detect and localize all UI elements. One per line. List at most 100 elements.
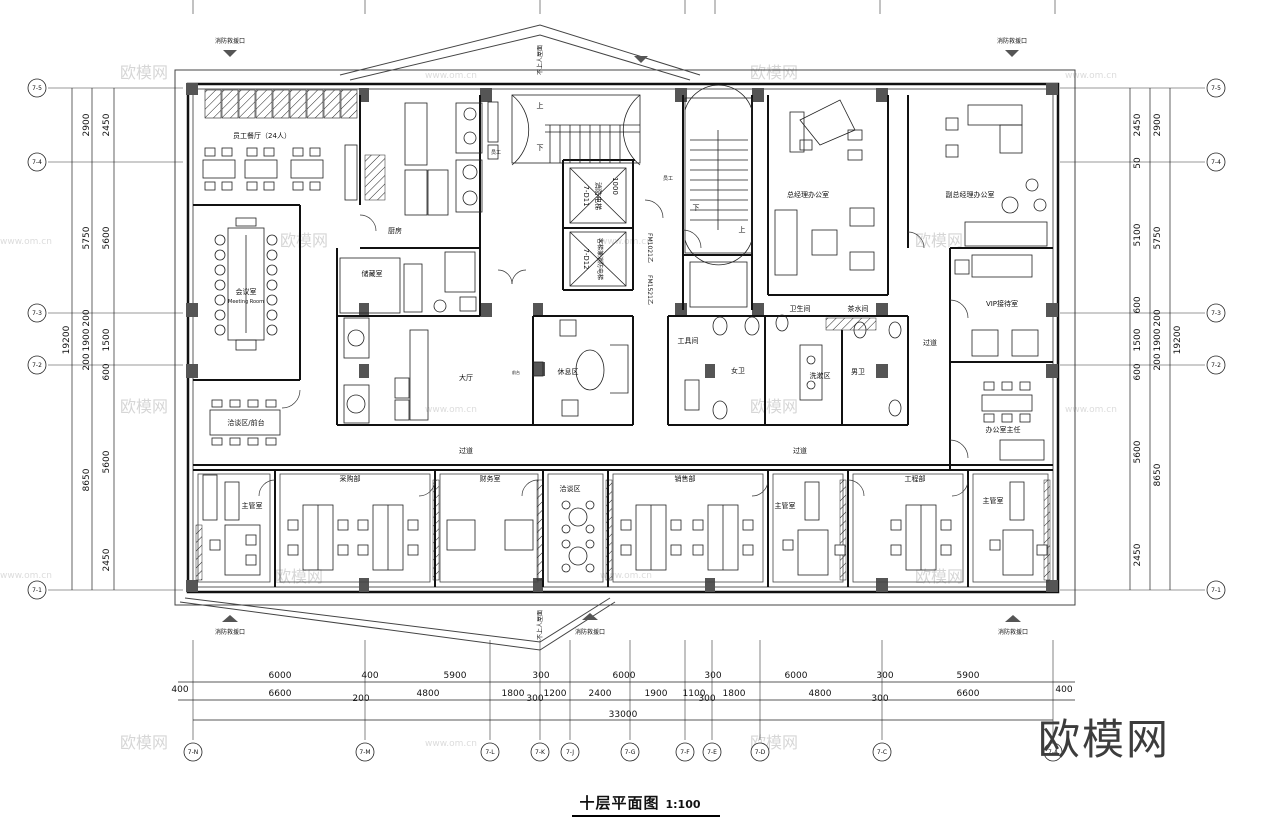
label-stair-up-2: 上 (739, 225, 746, 234)
label-kitchen: 厨房 (388, 226, 402, 235)
axis-label-c: 7-C (877, 749, 887, 756)
drawing-scale: 1:100 (665, 798, 701, 811)
label-vip: VIP接待室 (986, 299, 1018, 308)
axis-label-a: 7-A (1048, 749, 1059, 756)
label-stair-up-1: 上 (537, 101, 544, 110)
fire-exit-labels: 消防救援口 消防救援口 消防救援口 消防救援口 消防救援口 (215, 37, 1028, 636)
dim-row2-7: 1900 (645, 689, 668, 699)
axis-label-left-3: 7-3 (32, 310, 42, 317)
watermarks: 欧模网 欧模网 欧模网 欧模网 欧模网 欧模网 欧模网 欧模网 欧模网 欧模网 (120, 63, 963, 752)
label-elevator-1b: 消防电梯 (594, 182, 603, 210)
stair-left (511, 94, 641, 166)
dim-right-mid-4: 200 (1153, 353, 1163, 370)
dim-right-total: 19200 (1173, 325, 1183, 354)
dim-row2-11: 4800 (809, 689, 832, 699)
dim-row1: 400 6000 400 5900 300 6000 300 6000 300 … (171, 671, 1072, 695)
label-director-2: 主管室 (775, 501, 796, 510)
label-storage: 储藏室 (362, 269, 383, 278)
dim-row2-8: 1100 (683, 689, 706, 699)
axis-label-left-1: 7-1 (32, 587, 42, 594)
dim-left-total: 19200 (62, 325, 72, 354)
dim-row1-0: 6000 (269, 671, 292, 681)
dim-row1-end: 400 (1055, 685, 1072, 695)
axis-label-right-3: 7-3 (1211, 310, 1221, 317)
dim-row2-2: 4800 (417, 689, 440, 699)
label-staff: 员工 (491, 150, 501, 156)
watermark-url-6: www.om.cn (1065, 405, 1117, 415)
label-negotiation: 洽谈区 (560, 484, 581, 493)
dim-left-inner-4: 5600 (102, 450, 112, 473)
dim-row1-3: 300 (532, 671, 549, 681)
label-office-admin: 办公室主任 (986, 425, 1021, 434)
label-tool-room: 工具间 (678, 337, 699, 345)
axis-label-g: 7-G (625, 749, 636, 756)
roof-outline (174, 24, 1076, 651)
dim-right-inner-4: 1500 (1133, 328, 1143, 351)
label-fire-exit-1: 消防救援口 (215, 37, 245, 45)
label-engineering: 工程部 (905, 474, 926, 483)
meeting-chairs (214, 234, 278, 336)
watermark-url-1: www.om.cn (425, 71, 477, 81)
axis-label-e: 7-E (707, 749, 717, 756)
axis-label-right-1: 7-1 (1211, 587, 1221, 594)
label-gm-office: 总经理办公室 (787, 190, 829, 199)
dim-row2-9: 300 (698, 694, 715, 704)
watermark-url-8: www.om.cn (600, 571, 652, 581)
dim-row2-5: 1200 (544, 689, 567, 699)
watermark-logo: 欧模网 (1038, 715, 1171, 764)
drawing-title-text: 十层平面图 (579, 794, 660, 812)
columns (186, 83, 1058, 592)
label-corridor-left: 过道 (459, 446, 473, 455)
window-panels (204, 89, 358, 119)
dim-left-mid-0: 2900 (82, 113, 92, 136)
dim-row2-12: 300 (871, 694, 888, 704)
dim-row2-13: 6600 (957, 689, 980, 699)
dim-left-inner-0: 2450 (102, 113, 112, 136)
watermark-url-3: www.om.cn (0, 237, 52, 247)
label-no-entry-bottom: 不上人屋面 (536, 610, 544, 640)
dim-left-mid-3: 1900 (82, 328, 92, 351)
label-tea-room: 茶水间 (848, 304, 869, 313)
label-elevator-2b: 客梯兼消防电梯 (596, 238, 604, 280)
dim-row1-2: 5900 (444, 671, 467, 681)
lobby-furniture (394, 319, 629, 421)
dim-left: 2450 5600 1500 600 5600 2450 2900 5750 2… (62, 113, 112, 571)
dim-left-inner-3: 600 (102, 363, 112, 380)
meeting-table (227, 217, 265, 351)
watermark-5: 欧模网 (120, 397, 168, 416)
dim-row2-4: 300 (526, 694, 543, 704)
dim-right-inner-2: 5100 (1133, 223, 1143, 246)
label-rest: 休息区 (558, 367, 579, 376)
label-elevator-1: 7-D11 (582, 185, 590, 206)
label-fire-exit-3: 消防救援口 (215, 628, 245, 636)
dim-right-inner-1: 50 (1133, 157, 1143, 169)
label-no-entry-top: 不上人屋面 (536, 45, 544, 75)
dim-row2-6: 2400 (589, 689, 612, 699)
negotiation-tables (561, 500, 595, 573)
axis-label-left-2: 7-2 (32, 362, 42, 369)
axis-labels-left: 7-5 7-4 7-3 7-2 7-1 (32, 85, 42, 594)
label-fm1: FM1021乙 (646, 233, 653, 263)
reception-table (209, 399, 281, 446)
dim-left-mid-2: 200 (82, 309, 92, 326)
watermark-url-2: www.om.cn (1065, 71, 1117, 81)
axis-labels-bottom: 7-N 7-M 7-L 7-K 7-J 7-G 7-F 7-E 7-D 7-C … (188, 749, 1059, 756)
kitchen-fixtures (339, 101, 499, 424)
label-stair-down-1: 下 (537, 144, 544, 152)
title-underline (572, 815, 720, 817)
label-corridor-east: 过道 (923, 338, 937, 347)
dim-right-mid-5: 8650 (1153, 463, 1163, 486)
label-meeting: 会议室 (236, 287, 257, 296)
dim-left-mid-1: 5750 (82, 226, 92, 249)
watermark-2: 欧模网 (750, 63, 798, 82)
dim-right-inner-6: 5600 (1133, 440, 1143, 463)
axis-label-d: 7-D (755, 749, 766, 756)
office-desks (202, 474, 1034, 576)
watermark-4: 欧模网 (915, 231, 963, 250)
axis-label-left-5: 7-5 (32, 85, 42, 92)
label-fire-exit-5: 消防救援口 (998, 628, 1028, 636)
dim-row2-10: 1800 (723, 689, 746, 699)
dim-row1-8: 5900 (957, 671, 980, 681)
axis-lines (48, 0, 1205, 740)
